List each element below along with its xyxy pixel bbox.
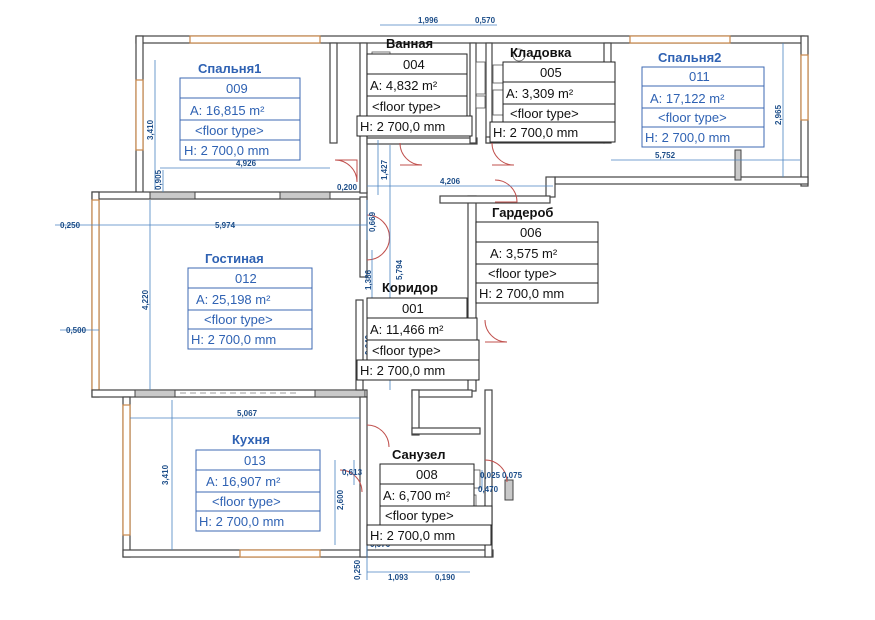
room-height: H: 2 700,0 mm [184, 143, 269, 158]
dim-kitchen-door-a: 0,613 [342, 468, 363, 477]
room-area: A: 6,700 m² [383, 488, 451, 503]
room-stamp-bathroom: Ванная 004 A: 4,832 m² <floor type> H: 2… [356, 36, 473, 137]
room-stamp-living: Гостиная 012 A: 25,198 m² <floor type> H… [187, 251, 313, 350]
room-number: 005 [540, 65, 562, 80]
room-name: Кладовка [510, 45, 572, 60]
room-stamp-wardrobe: Гардероб 006 A: 3,575 m² <floor type> H:… [475, 205, 599, 304]
dim-top-bath-width: 1,996 [418, 16, 439, 25]
room-name: Гардероб [492, 205, 553, 220]
room-area: A: 11,466 m² [370, 322, 444, 337]
dim-bottom-d: 0,190 [435, 573, 456, 582]
dim-kitchen-door-b: 2,600 [336, 489, 345, 510]
room-floor: <floor type> [385, 508, 454, 523]
room-number: 011 [689, 69, 710, 84]
dim-kitchen-width: 5,067 [237, 409, 258, 418]
room-area: A: 25,198 m² [196, 292, 271, 307]
dim-bedroom1-offset: 0,905 [154, 169, 163, 190]
room-stamp-bedroom2: Спальня2 011 A: 17,122 m² <floor type> H… [641, 50, 765, 148]
dim-wc-c: 0,470 [478, 485, 499, 494]
room-area: A: 3,575 m² [490, 246, 558, 261]
room-area: A: 16,815 m² [190, 103, 265, 118]
dim-living-depth: 4,220 [141, 289, 150, 310]
room-name: Спальня2 [658, 50, 721, 65]
dim-bedroom1-width: 4,926 [236, 159, 257, 168]
room-name: Спальня1 [198, 61, 261, 76]
room-floor: <floor type> [488, 266, 557, 281]
room-number: 012 [235, 271, 257, 286]
room-height: H: 2 700,0 mm [645, 130, 730, 145]
dim-living-left-b: 0,500 [66, 326, 87, 335]
dim-wc-a: 0,025 [480, 471, 501, 480]
room-area: A: 4,832 m² [370, 78, 438, 93]
dim-bedroom2-width: 5,752 [655, 151, 676, 160]
room-floor: <floor type> [212, 494, 281, 509]
walls [91, 35, 809, 558]
dim-bottom-c: 1,093 [388, 573, 409, 582]
room-name: Гостиная [205, 251, 264, 266]
room-height: H: 2 700,0 mm [360, 363, 445, 378]
dim-wall-0669: 0,669 [368, 211, 377, 232]
room-stamp-pantry: Кладовка 005 A: 3,309 m² <floor type> H:… [489, 45, 616, 143]
room-height: H: 2 700,0 mm [360, 119, 445, 134]
room-number: 009 [226, 81, 248, 96]
room-name: Санузел [392, 447, 445, 462]
room-floor: <floor type> [204, 312, 273, 327]
dim-corridor-width: 4,206 [440, 177, 461, 186]
room-number: 004 [403, 57, 425, 72]
dim-corridor-length: 5,794 [395, 259, 404, 280]
dim-living-width: 5,974 [215, 221, 236, 230]
room-number: 013 [244, 453, 266, 468]
dim-top-pantry-gap: 0,570 [475, 16, 496, 25]
dim-kitchen-depth: 3,410 [161, 464, 170, 485]
room-stamp-wc: Санузел 008 A: 6,700 m² <floor type> H: … [366, 447, 493, 546]
room-number: 008 [416, 467, 438, 482]
room-stamp-bedroom1: Спальня1 009 A: 16,815 m² <floor type> H… [179, 61, 301, 161]
room-area: A: 17,122 m² [650, 91, 725, 106]
room-height: H: 2 700,0 mm [493, 125, 578, 140]
room-floor: <floor type> [658, 110, 727, 125]
room-height: H: 2 700,0 mm [199, 514, 284, 529]
room-area: A: 3,309 m² [506, 86, 574, 101]
dim-bedroom2-depth: 2,965 [774, 104, 783, 125]
dim-corridor-upper: 1,427 [380, 159, 389, 180]
dim-living-left-a: 0,250 [60, 221, 81, 230]
room-name: Ванная [386, 36, 433, 51]
room-number: 001 [402, 301, 424, 316]
room-number: 006 [520, 225, 542, 240]
dim-living-door: 1,386 [364, 269, 373, 290]
room-name: Кухня [232, 432, 270, 447]
room-floor: <floor type> [195, 123, 264, 138]
room-stamp-corridor: Коридор 001 A: 11,466 m² <floor type> H:… [356, 280, 480, 381]
room-height: H: 2 700,0 mm [479, 286, 564, 301]
dim-bedroom1-depth: 3,410 [146, 119, 155, 140]
doors [334, 142, 518, 493]
room-floor: <floor type> [372, 343, 441, 358]
room-stamp-kitchen: Кухня 013 A: 16,907 m² <floor type> H: 2… [195, 432, 321, 532]
room-area: A: 16,907 m² [206, 474, 281, 489]
room-floor: <floor type> [372, 99, 441, 114]
dim-wall-0200: 0,200 [337, 183, 358, 192]
dim-wc-b: 0,075 [502, 471, 523, 480]
room-name: Коридор [382, 280, 438, 295]
dim-bottom-b: 0,250 [353, 559, 362, 580]
room-floor: <floor type> [510, 106, 579, 121]
room-height: H: 2 700,0 mm [191, 332, 276, 347]
room-height: H: 2 700,0 mm [370, 528, 455, 543]
